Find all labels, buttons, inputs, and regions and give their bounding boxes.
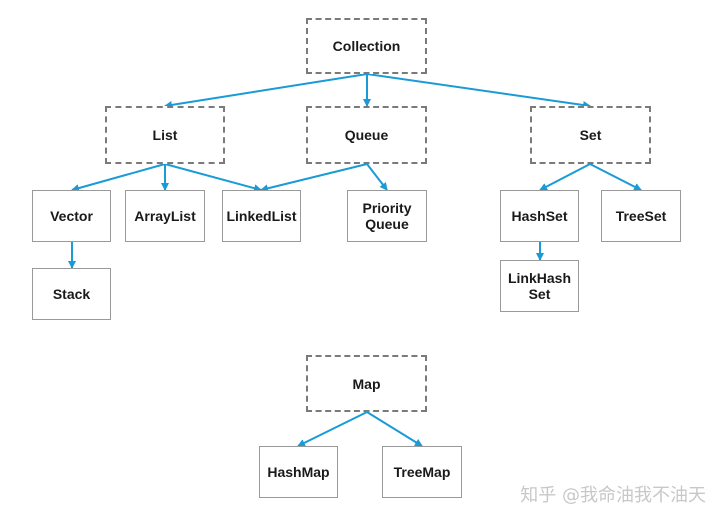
hashmap-label: HashMap: [267, 464, 330, 480]
edge-set-to-treeset: [589, 163, 642, 191]
edge-list-to-linkedlist: [164, 163, 262, 193]
edge-list-to-vector: [71, 163, 166, 192]
set-node: Set: [530, 106, 651, 164]
queue-node: Queue: [306, 106, 427, 164]
vector-node: Vector: [32, 190, 111, 242]
edge-set-to-hashset: [539, 163, 591, 191]
treeset-node: TreeSet: [601, 190, 681, 242]
treemap-node: TreeMap: [382, 446, 462, 498]
vector-label: Vector: [50, 208, 93, 224]
edge-map-to-hashmap: [297, 411, 368, 447]
set-label: Set: [579, 127, 602, 143]
hashset-label: HashSet: [511, 208, 568, 224]
priorityqueue-label-line1: Priority: [362, 200, 412, 216]
linkedhashset-label-line2: Set: [528, 286, 551, 302]
linkedlist-label: LinkedList: [226, 208, 297, 224]
stack-node: Stack: [32, 268, 111, 320]
linkedhashset-label-line1: LinkHash: [507, 270, 571, 286]
stack-label: Stack: [52, 286, 91, 302]
edge-map-to-treemap: [366, 411, 423, 447]
edge-queue-to-linkedlist: [260, 163, 368, 193]
priorityqueue-label-line2: Queue: [365, 216, 409, 232]
queue-label: Queue: [344, 127, 389, 143]
edge-queue-to-priorityqueue: [366, 163, 388, 191]
map-label: Map: [352, 375, 381, 392]
collection-label: Collection: [332, 38, 401, 54]
treemap-label: TreeMap: [393, 464, 451, 480]
watermark: 知乎 @我命油我不油天: [520, 485, 706, 506]
hashset-node: HashSet: [500, 190, 579, 242]
map-node: Map: [306, 355, 427, 412]
edge-collection-to-list: [164, 73, 368, 109]
linkedlist-node: LinkedList: [222, 190, 301, 242]
edge-collection-to-set: [366, 73, 591, 109]
arraylist-node: ArrayList: [125, 190, 205, 242]
hashmap-node: HashMap: [259, 446, 338, 498]
collection-node: Collection: [306, 18, 427, 74]
arraylist-label: ArrayList: [134, 208, 196, 224]
treeset-label: TreeSet: [615, 208, 667, 224]
list-label: List: [152, 127, 178, 143]
list-node: List: [105, 106, 225, 164]
